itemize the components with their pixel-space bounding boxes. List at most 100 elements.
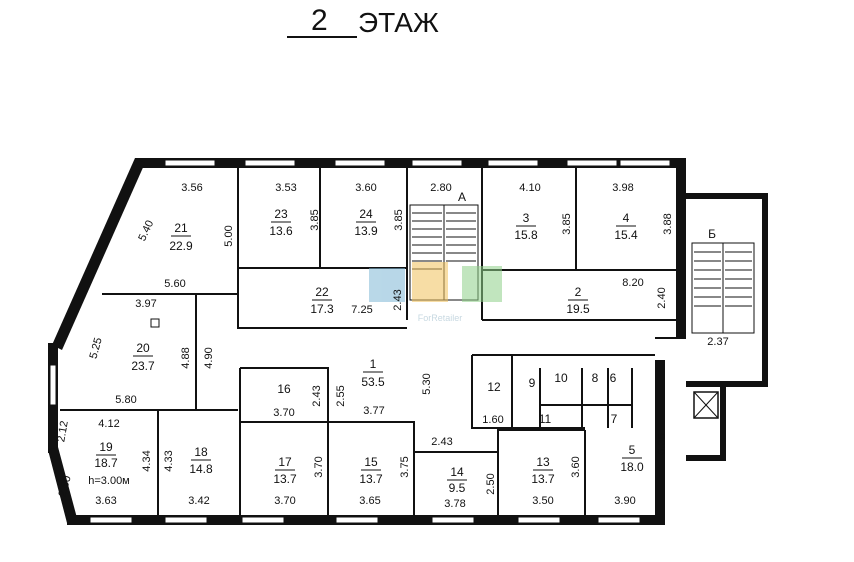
svg-text:15.8: 15.8 [514, 228, 538, 242]
windows [49, 159, 671, 524]
room-5: 518.0 [620, 443, 644, 474]
room-16: 16 [277, 382, 291, 396]
wall-top [135, 158, 680, 168]
window [431, 516, 475, 524]
room-15: 15 13.7 [359, 455, 383, 486]
dim: 4.10 [519, 182, 540, 194]
room-1: 153.5 [361, 357, 385, 389]
dim: 1.60 [482, 414, 503, 426]
dim: 3.97 [135, 298, 156, 310]
room-14: 149.5 [447, 465, 467, 495]
svg-text:2: 2 [575, 285, 582, 299]
svg-text:53.5: 53.5 [361, 375, 385, 389]
dim: 2.50 [485, 473, 497, 494]
dim: 3.70 [273, 407, 294, 419]
wall-right-upper [676, 158, 686, 338]
dim: 3.50 [532, 495, 553, 507]
svg-text:5: 5 [629, 443, 636, 457]
room-10: 10 [554, 371, 568, 385]
room-7: 7 [611, 412, 618, 426]
svg-text:19.5: 19.5 [566, 302, 590, 316]
window [244, 159, 296, 167]
svg-text:1: 1 [370, 357, 377, 371]
window [335, 516, 379, 524]
floor-title: 2 ЭТАЖ [287, 4, 439, 38]
room-4: 415.4 [614, 211, 638, 242]
svg-text:17.3: 17.3 [310, 302, 334, 316]
room-23: 23 13.6 [269, 207, 293, 238]
svg-text:17: 17 [278, 455, 292, 469]
window [164, 159, 216, 167]
dim: 6.35 [656, 433, 668, 454]
room-3: 315.8 [514, 211, 538, 242]
dim: 3.65 [359, 495, 380, 507]
dim: 5.40 [136, 218, 156, 242]
svg-text:14: 14 [450, 465, 464, 479]
dim: 4.90 [203, 347, 215, 368]
column-marker-icon [150, 318, 160, 328]
dim: 2.43 [392, 289, 404, 310]
room-2: 219.5 [566, 285, 590, 316]
dim: 4.33 [163, 450, 175, 471]
svg-text:24: 24 [359, 207, 373, 221]
dim: 3.75 [399, 456, 411, 477]
dim: 8.20 [622, 277, 643, 289]
svg-text:15: 15 [364, 455, 378, 469]
svg-text:13.6: 13.6 [269, 224, 293, 238]
room-11: 11 [539, 412, 552, 426]
dim: 5.30 [421, 373, 433, 394]
dim: 3.98 [612, 182, 633, 194]
svg-text:13.7: 13.7 [359, 472, 383, 486]
svg-text:13.9: 13.9 [354, 224, 378, 238]
window [597, 516, 641, 524]
shaft-icon [693, 391, 719, 419]
svg-text:18: 18 [194, 445, 208, 459]
dim: 2.12 [55, 420, 71, 443]
stair-b [691, 242, 755, 334]
svg-text:20: 20 [136, 341, 150, 355]
room-12: 12 [487, 380, 501, 394]
svg-text:23.7: 23.7 [131, 359, 155, 373]
stair-a-label: А [458, 190, 466, 204]
svg-text:4: 4 [623, 211, 630, 225]
dim: 5.80 [115, 394, 136, 406]
dim: 2.40 [656, 287, 668, 308]
window [49, 364, 57, 406]
dim: 7.25 [351, 304, 372, 316]
window [517, 516, 561, 524]
room-9: 9 [529, 376, 536, 390]
stair-b-steps [694, 251, 752, 307]
svg-text:23: 23 [274, 207, 288, 221]
window [241, 516, 285, 524]
room-6: 6 [610, 371, 617, 385]
dimension-labels: 3.56 3.53 3.60 2.80 4.10 3.98 5.40 5.00 … [55, 182, 728, 510]
svg-text:22: 22 [315, 285, 329, 299]
wall-diagonal-upper [52, 158, 145, 350]
window [619, 159, 671, 167]
dim: 3.53 [275, 182, 296, 194]
dim: 3.42 [188, 495, 209, 507]
ceiling-height-label: h=3.00м [88, 475, 130, 487]
wall-diagonal-lower [48, 447, 77, 523]
dim: 3.60 [570, 456, 582, 477]
svg-text:22.9: 22.9 [169, 239, 193, 253]
watermark-text: ForRetailer [418, 313, 463, 323]
floor-number: 2 [311, 4, 328, 37]
window [164, 516, 208, 524]
dim: 3.85 [561, 213, 573, 234]
dim: 2.55 [335, 385, 347, 406]
room-20: 20 23.7 [131, 341, 155, 373]
dim: 3.88 [662, 213, 674, 234]
watermark-logo: ForRetailer [369, 262, 502, 323]
window [487, 159, 539, 167]
dim: 3.85 [309, 209, 321, 230]
dim: 2.43 [431, 436, 452, 448]
dim: 3.60 [355, 182, 376, 194]
dim: 3.78 [444, 498, 465, 510]
dim: 3.56 [181, 182, 202, 194]
room-22: 22 17.3 [310, 285, 334, 316]
dim: 2.43 [311, 385, 323, 406]
window [334, 159, 386, 167]
